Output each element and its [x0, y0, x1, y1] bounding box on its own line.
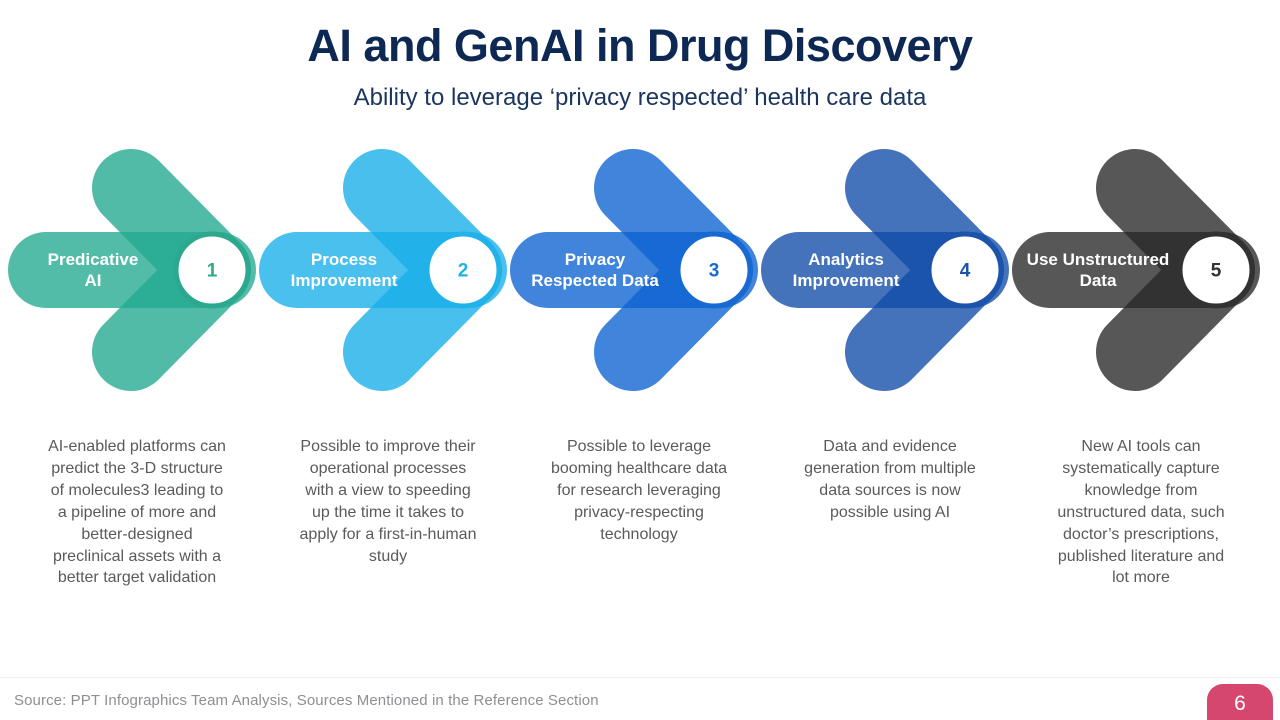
step-2: 2 Process Improvement — [255, 140, 521, 410]
step-description-5: New AI tools can systematically capture … — [1057, 438, 1225, 587]
step-number: 2 — [458, 261, 469, 282]
slide-subtitle: Ability to leverage ‘privacy respected’ … — [353, 84, 927, 111]
arrow-chevron-graphic: 5 — [1012, 149, 1260, 391]
step-number-circle — [675, 231, 753, 309]
step-label: Analytics Improvement — [792, 249, 900, 290]
step-4: 4 Analytics Improvement — [757, 140, 1023, 410]
step-number-circle — [424, 231, 502, 309]
step-label: Privacy Respected Data — [531, 249, 659, 290]
step-3: 3 Privacy Respected Data — [506, 140, 772, 410]
step-label: Process Improvement — [290, 249, 398, 290]
step-number-circle — [1177, 231, 1255, 309]
step-number-circle — [173, 231, 251, 309]
step-number: 5 — [1211, 261, 1222, 282]
page-number-badge: 6 — [1207, 684, 1273, 720]
step-description-3: Possible to leverage booming healthcare … — [550, 438, 728, 543]
page-number: 6 — [1234, 692, 1246, 715]
arrow-chevron-graphic: 1 — [8, 149, 256, 391]
step-number: 1 — [207, 261, 218, 282]
step-number: 3 — [709, 261, 720, 282]
step-description-4: Data and evidence generation from multip… — [804, 438, 976, 521]
step-1: 1 Predicative AI — [4, 140, 270, 410]
arrow-chevron-graphic: 3 — [510, 149, 758, 391]
step-description-1: AI-enabled platforms can predict the 3-D… — [48, 438, 226, 587]
step-description-2: Possible to improve their operational pr… — [299, 438, 477, 565]
step-number: 4 — [960, 261, 971, 282]
step-5: 5 Use Unstructured Data — [1008, 140, 1274, 410]
step-label: Predicative AI — [47, 249, 139, 290]
step-label: Use Unstructured Data — [1026, 249, 1170, 290]
footer-source: Source: PPT Infographics Team Analysis, … — [14, 692, 599, 709]
arrow-chevron-graphic: 4 — [761, 149, 1009, 391]
slide-title: AI and GenAI in Drug Discovery — [307, 20, 973, 71]
footer-divider — [0, 677, 1280, 678]
step-number-circle — [926, 231, 1004, 309]
arrow-chevron-graphic: 2 — [259, 149, 507, 391]
